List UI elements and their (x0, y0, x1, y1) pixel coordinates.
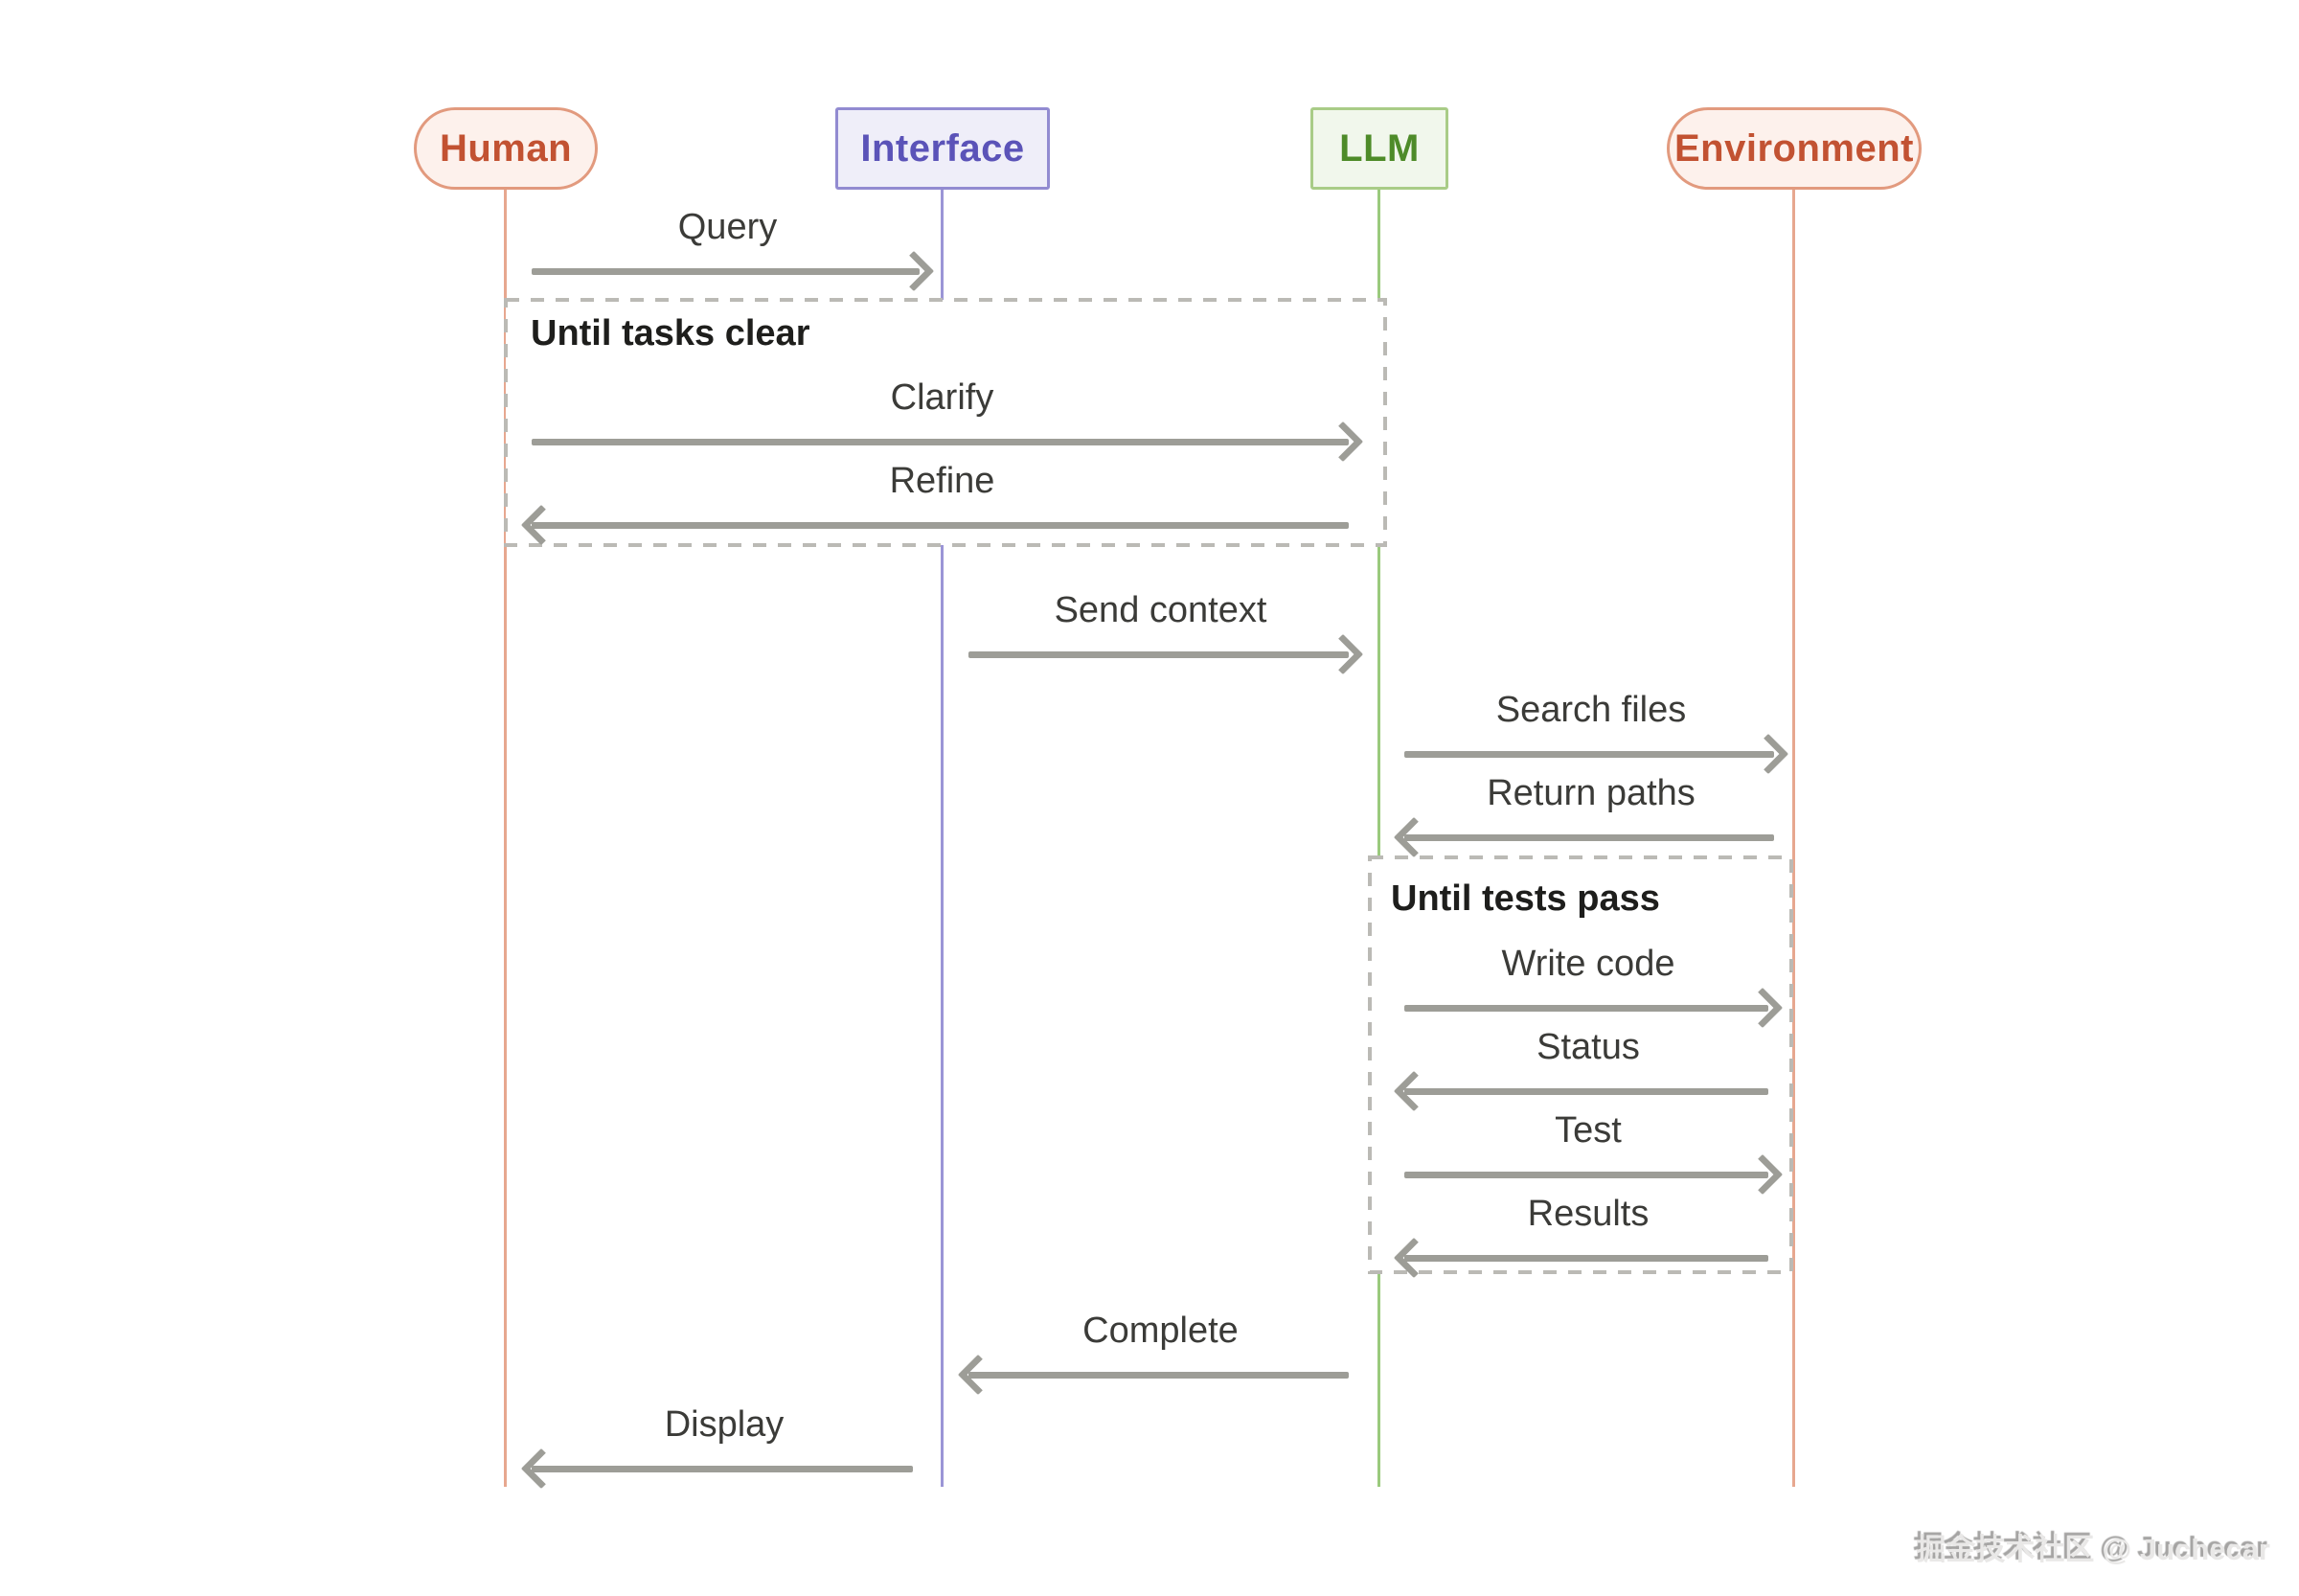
arrow-line (532, 268, 920, 275)
arrow-line (1404, 834, 1774, 841)
arrow-line (532, 1466, 913, 1472)
arrow-line (1404, 1255, 1768, 1262)
actor-box-interface: Interface (835, 107, 1050, 190)
message-label: Clarify (890, 377, 994, 419)
arrow-line (968, 1372, 1349, 1379)
actor-box-human: Human (414, 107, 598, 190)
arrow-line (1404, 751, 1774, 758)
lifeline-interface (941, 190, 944, 1487)
message-label: Display (664, 1404, 785, 1446)
message-label: Send context (1054, 590, 1267, 631)
lifeline-human (504, 190, 507, 1487)
loop-box-until-tests-pass (1368, 855, 1793, 1274)
actor-label-human: Human (439, 126, 573, 170)
message-label: Test (1555, 1110, 1622, 1151)
actor-box-environment: Environment (1667, 107, 1922, 190)
loop-title-until-tasks-clear: Until tasks clear (531, 313, 810, 353)
loop-title-until-tests-pass: Until tests pass (1391, 878, 1660, 919)
arrow-head-left-icon (1393, 816, 1435, 858)
message-label: Return paths (1487, 773, 1696, 814)
arrow-line (1404, 1005, 1768, 1012)
actor-label-interface: Interface (860, 126, 1025, 170)
arrow-head-right-icon (1747, 733, 1789, 775)
message-label: Write code (1501, 944, 1675, 985)
actor-box-llm: LLM (1310, 107, 1448, 190)
lifeline-llm (1377, 190, 1380, 1487)
actor-label-llm: LLM (1339, 126, 1420, 170)
arrow-line (532, 439, 1349, 445)
message-label: Status (1536, 1027, 1640, 1068)
arrow-head-left-icon (957, 1354, 999, 1396)
arrow-line (532, 522, 1349, 529)
actor-label-environment: Environment (1674, 126, 1914, 170)
message-label: Query (677, 207, 778, 248)
loop-box-until-tasks-clear (504, 298, 1387, 547)
message-label: Search files (1495, 690, 1687, 731)
lifeline-environment (1792, 190, 1795, 1487)
message-label: Results (1527, 1194, 1650, 1235)
watermark: 掘金技术社区 @ Juchecar (1916, 1533, 2270, 1566)
arrow-head-left-icon (520, 1448, 562, 1490)
arrow-line (968, 651, 1349, 658)
arrow-line (1404, 1088, 1768, 1095)
arrow-line (1404, 1172, 1768, 1178)
arrow-head-right-icon (1322, 633, 1364, 675)
message-label: Complete (1082, 1311, 1239, 1352)
arrow-head-right-icon (893, 250, 935, 292)
message-label: Refine (889, 461, 995, 502)
